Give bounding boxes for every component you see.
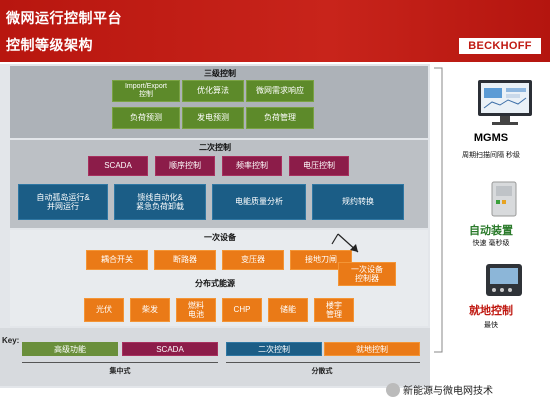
device-icon	[491, 181, 517, 217]
frequency-control-box: 频率控制	[222, 156, 282, 176]
import-export-box: Import/Export 控制	[112, 80, 180, 102]
scada-box: SCADA	[88, 156, 148, 176]
diesel-box: 柴发	[130, 298, 170, 322]
tier1-label: 一次设备	[204, 233, 236, 242]
load-management-box: 负荷管理	[246, 107, 314, 129]
demand-response-box: 微网需求响应	[246, 80, 314, 102]
mgms-title: MGMS	[473, 132, 509, 144]
beckhoff-logo: BECKHOFF	[459, 38, 541, 54]
key-band	[0, 328, 430, 386]
monitor-icon	[478, 80, 532, 125]
centralized-line	[22, 362, 218, 363]
auto-device-title: 自动装置	[469, 225, 513, 237]
island-grid-box: 自动孤岛运行& 并网运行	[18, 184, 108, 220]
distributed-energy-label: 分布式能源	[195, 279, 235, 288]
local-control-sub: 最快	[484, 322, 498, 329]
key-advanced: 高级功能	[22, 342, 118, 356]
building-management-box: 楼宇 管理	[314, 298, 354, 322]
tier2-label: 二次控制	[199, 143, 231, 152]
breaker-box: 断路器	[154, 250, 216, 270]
page-subtitle: 控制等级架构	[6, 37, 93, 53]
transformer-box: 变压器	[222, 250, 284, 270]
distributed-line	[226, 362, 420, 363]
coupling-switch-box: 耦合开关	[86, 250, 148, 270]
page-title: 微网运行控制平台	[6, 10, 122, 26]
controller-arrow	[331, 233, 359, 253]
protocol-conversion-box: 规约转换	[312, 184, 404, 220]
watermark: 新能源与微电网技术	[386, 382, 493, 397]
power-quality-box: 电能质量分析	[212, 184, 306, 220]
load-forecast-box: 负荷预测	[112, 107, 180, 129]
local-control-title: 就地控制	[469, 305, 513, 317]
centralized-label: 集中式	[109, 368, 131, 375]
distributed-label: 分散式	[311, 368, 333, 375]
optimization-box: 优化算法	[182, 80, 244, 102]
fuel-cell-box: 燃料 电池	[176, 298, 216, 322]
header-bar: 微网运行控制平台 控制等级架构 BECKHOFF	[0, 0, 550, 62]
controller-icon	[486, 264, 522, 296]
chp-box: CHP	[222, 298, 262, 322]
watermark-text: 新能源与微电网技术	[403, 386, 493, 397]
voltage-control-box: 电压控制	[289, 156, 349, 176]
pv-box: 光伏	[84, 298, 124, 322]
bracket-line	[434, 67, 443, 353]
storage-box: 储能	[268, 298, 308, 322]
wechat-icon	[386, 382, 400, 397]
key-scada: SCADA	[122, 342, 218, 356]
key-secondary: 二次控制	[226, 342, 322, 356]
mgms-sub: 周期扫描间隔 秒级	[462, 152, 520, 159]
primary-controller-box: 一次设备 控制器	[338, 262, 396, 286]
auto-device-sub: 快速 毫秒级	[472, 240, 510, 247]
tier3-label: 三级控制	[204, 69, 236, 78]
ground-switch-box: 接地刀闸	[290, 250, 352, 270]
sequence-control-box: 顺序控制	[155, 156, 215, 176]
key-label: Key:	[2, 336, 20, 345]
feeder-automation-box: 馈线自动化& 紧急负荷卸载	[114, 184, 206, 220]
key-local: 就地控制	[324, 342, 420, 356]
generation-forecast-box: 发电预测	[182, 107, 244, 129]
